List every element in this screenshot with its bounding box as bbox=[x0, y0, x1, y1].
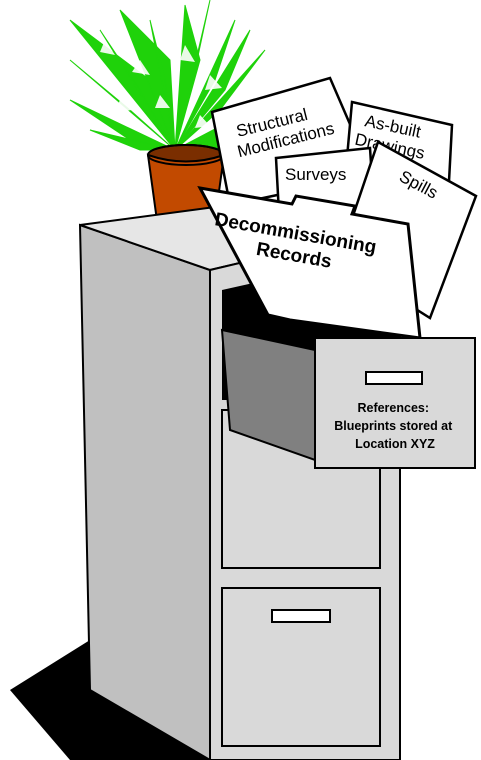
folder-decommissioning-records[interactable]: Decommissioning Records bbox=[197, 185, 422, 340]
open-drawer-handle[interactable] bbox=[365, 371, 423, 385]
svg-text:References: Blueprints s: References: Blueprints stored at Locatio… bbox=[334, 401, 456, 451]
drawer-tag-line3: Location XYZ bbox=[355, 437, 435, 451]
drawer-3-handle[interactable] bbox=[271, 609, 331, 623]
cabinet-side bbox=[78, 223, 211, 760]
folder-surveys-label: Surveys bbox=[285, 165, 346, 184]
drawer-tag-line1: References: bbox=[357, 401, 429, 415]
open-drawer-front[interactable]: References: Blueprints stored at Locatio… bbox=[314, 337, 476, 469]
drawer-tag-line2: Blueprints stored at bbox=[334, 419, 453, 433]
file-folders: Structural Modifications As-built Drawin… bbox=[197, 76, 478, 340]
